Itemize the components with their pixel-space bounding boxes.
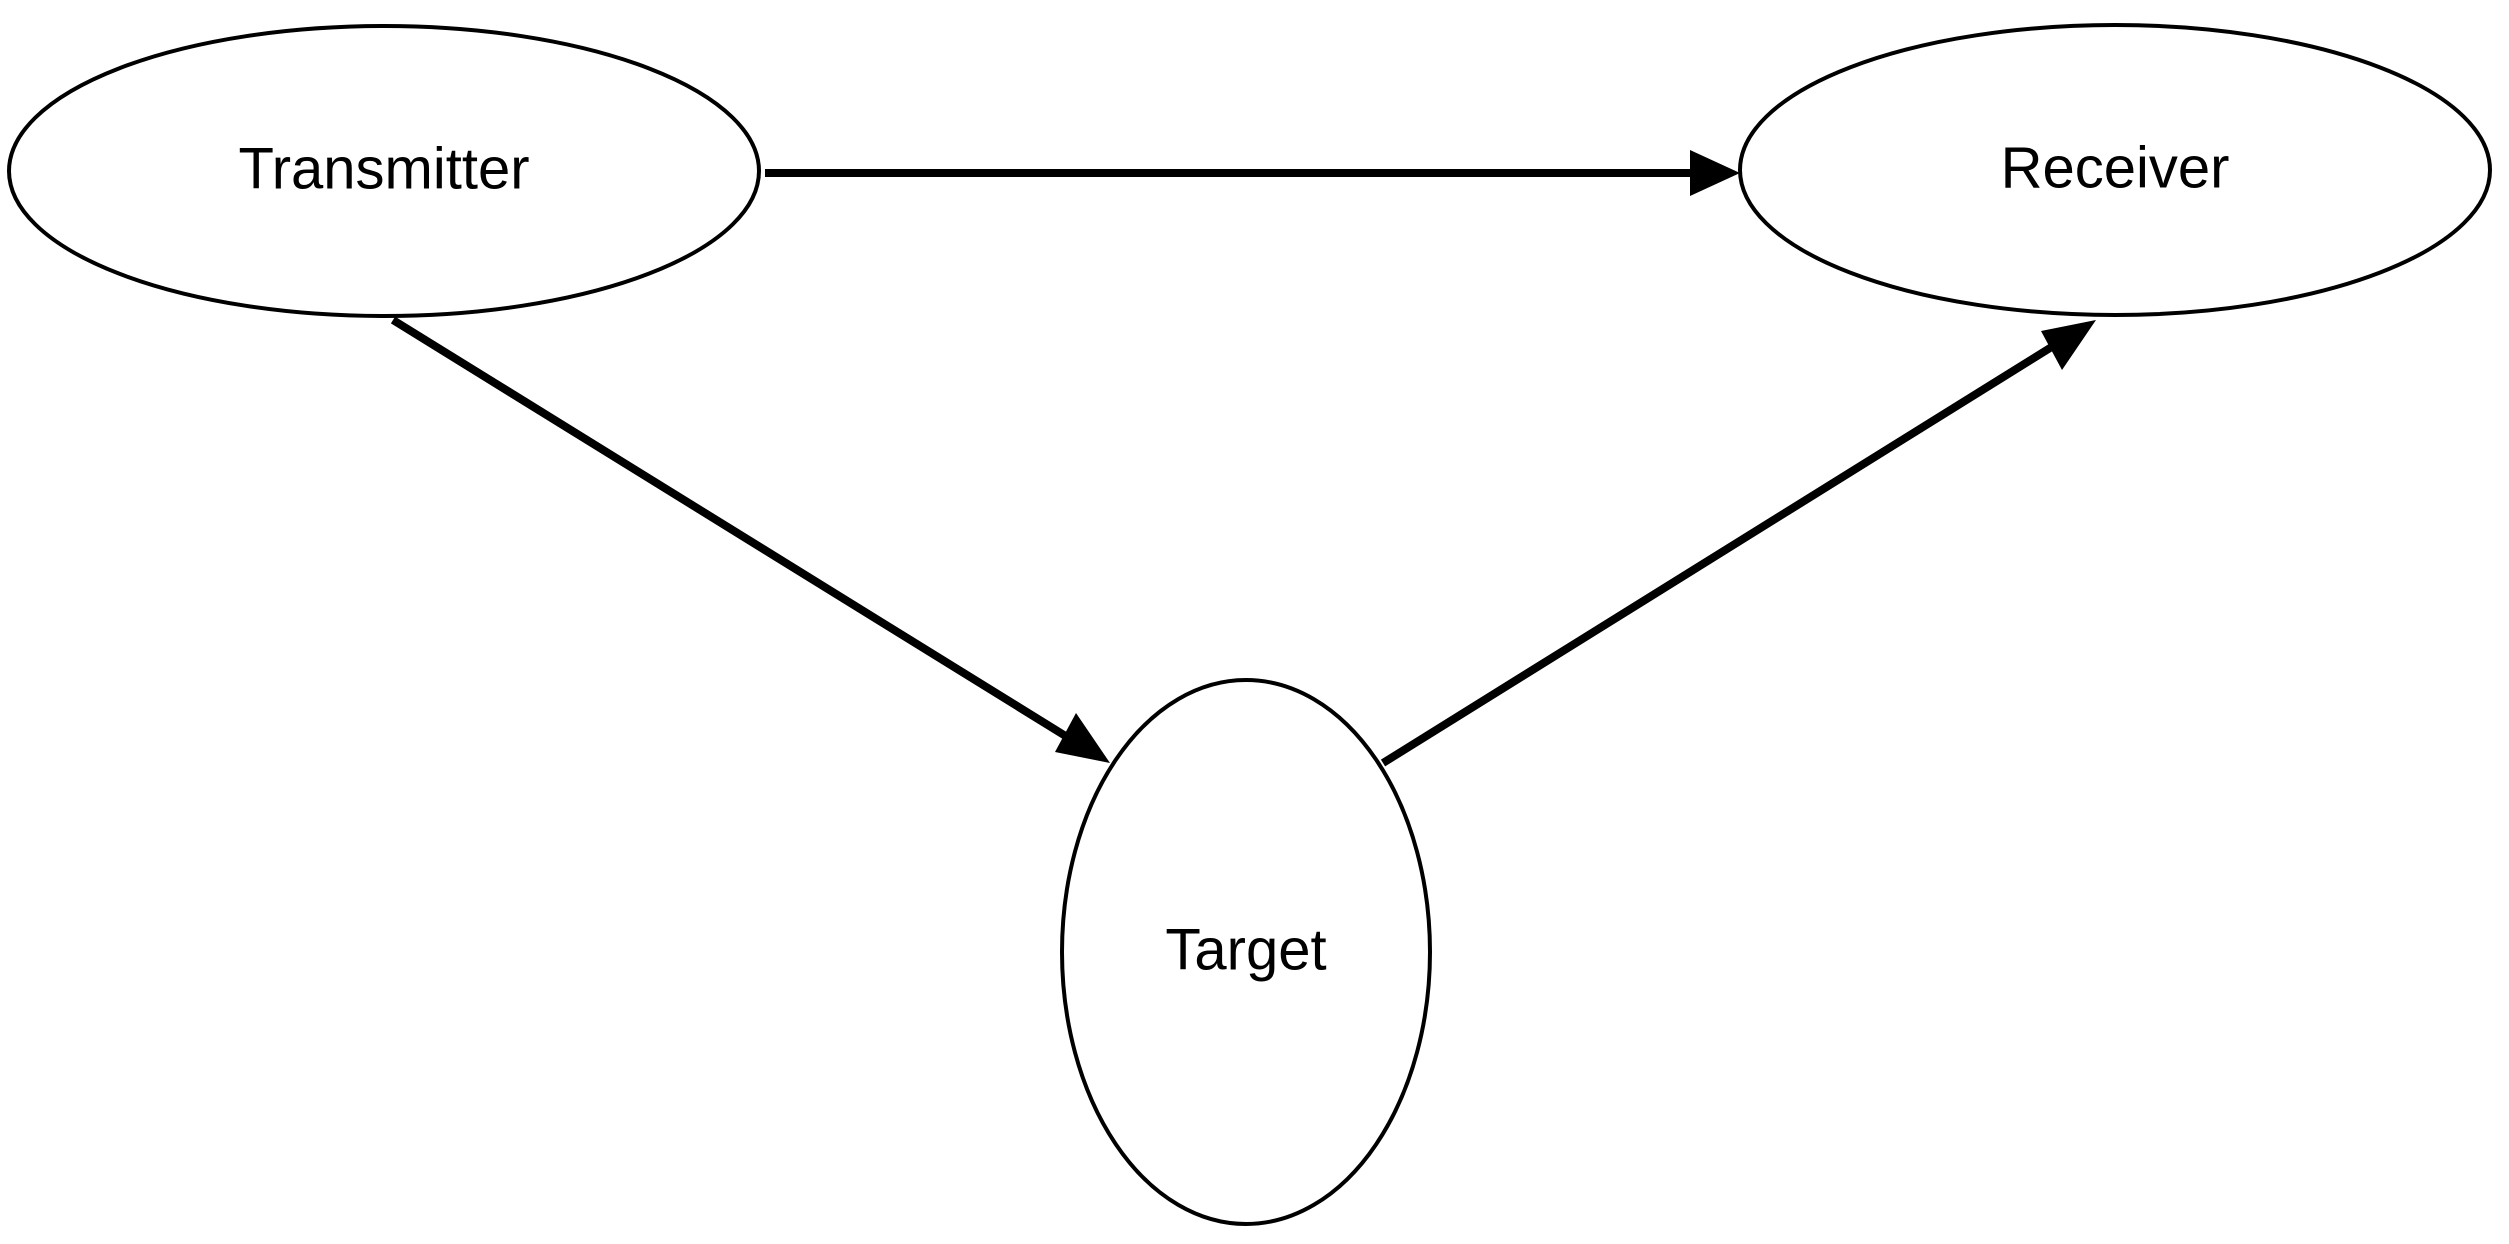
node-receiver[interactable]: Receiver — [1738, 23, 2492, 317]
node-shape-receiver — [1738, 23, 2492, 317]
edge-transmitter-to-target[interactable] — [390, 316, 1110, 763]
node-label-receiver: Receiver — [2001, 135, 2230, 200]
node-label-target: Target — [1165, 917, 1326, 982]
node-shape-transmitter — [7, 24, 761, 318]
edge-line-target-receiver — [1380, 339, 2061, 767]
node-label-transmitter: Transmitter — [238, 136, 529, 201]
edge-target-to-receiver[interactable] — [1380, 320, 2096, 767]
edge-line-transmitter-target — [390, 316, 1075, 744]
arrowhead-icon-transmitter-receiver — [1690, 150, 1740, 196]
node-shape-target — [1060, 678, 1432, 1226]
edge-transmitter-to-receiver[interactable] — [765, 150, 1740, 196]
node-target[interactable]: Target — [1060, 678, 1432, 1226]
arrowhead-icon-transmitter-target — [1055, 713, 1110, 763]
arrowhead-icon-target-receiver — [2041, 320, 2096, 370]
node-transmitter[interactable]: Transmitter — [7, 24, 761, 318]
